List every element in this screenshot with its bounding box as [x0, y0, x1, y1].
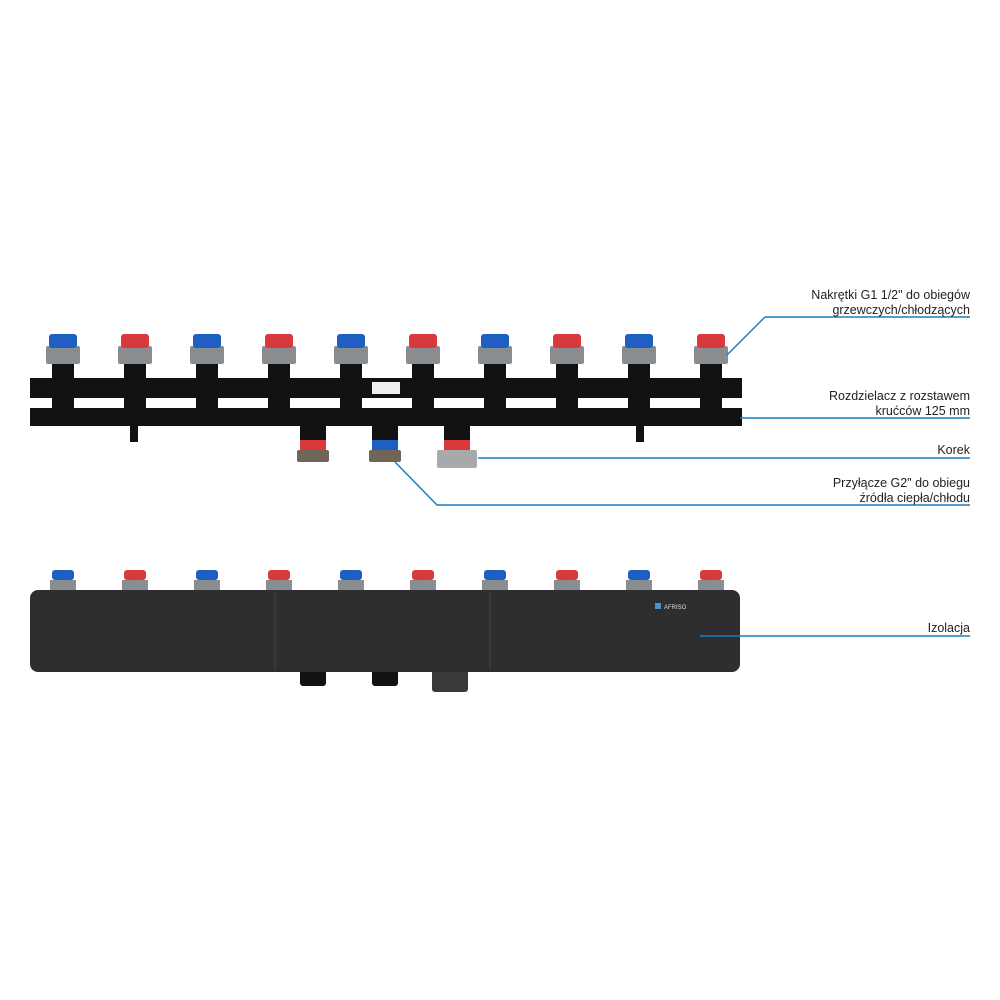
source-pipe: [372, 668, 398, 686]
nut: [266, 580, 292, 592]
insulation-shell: [30, 590, 740, 672]
nut: [50, 580, 76, 592]
bracket: [636, 420, 644, 442]
nut: [626, 580, 652, 592]
leader-line: [394, 461, 970, 506]
outlet-cap-return: [337, 334, 365, 348]
outlet-cap-return: [49, 334, 77, 348]
callout-text: Rozdzielacz z rozstawem: [828, 389, 970, 403]
nut: [334, 346, 368, 364]
plug: [437, 450, 477, 468]
outlet-cap-supply: [412, 570, 434, 580]
source-band: [372, 440, 398, 450]
nut: [194, 580, 220, 592]
callout-text: Nakrętki G1 1/2" do obiegów: [811, 288, 970, 302]
callout-text: Izolacja: [927, 621, 970, 635]
nut: [410, 580, 436, 592]
plug: [432, 668, 468, 692]
outlet-cap-return: [625, 334, 653, 348]
nut: [622, 346, 656, 364]
nut: [338, 580, 364, 592]
source-pipe: [300, 668, 326, 686]
nut: [406, 346, 440, 364]
bracket: [130, 420, 138, 442]
outlet-cap-supply: [553, 334, 581, 348]
outlet-cap-return: [484, 570, 506, 580]
nut: [694, 346, 728, 364]
outlet-cap-supply: [265, 334, 293, 348]
logo-mark: [655, 603, 661, 609]
manifold-lower-bar: [30, 408, 742, 426]
nut: [482, 580, 508, 592]
source-band: [300, 440, 326, 450]
callout-text: źródła ciepła/chłodu: [859, 491, 971, 505]
callout-text: Przyłącze G2" do obiegu: [832, 476, 970, 490]
nut: [122, 580, 148, 592]
nut: [698, 580, 724, 592]
outlet-cap-return: [193, 334, 221, 348]
callout-nuts: Nakrętki G1 1/2" do obiegów grzewczych/c…: [811, 288, 970, 318]
nut: [118, 346, 152, 364]
callout-manifold: Rozdzielacz z rozstawem krućców 125 mm: [829, 389, 970, 419]
nut: [554, 580, 580, 592]
nut: [190, 346, 224, 364]
nut: [46, 346, 80, 364]
outlet-cap-supply: [409, 334, 437, 348]
outlet-cap-supply: [700, 570, 722, 580]
outlet-cap-return: [628, 570, 650, 580]
source-connection: [369, 450, 401, 462]
outlet-cap-return: [196, 570, 218, 580]
outlet-cap-supply: [268, 570, 290, 580]
outlet-cap-supply: [556, 570, 578, 580]
leader-line: [726, 316, 970, 356]
source-band: [444, 440, 470, 450]
callout-text: grzewczych/chłodzących: [832, 303, 970, 317]
source-connection: [297, 450, 329, 462]
callout-text: Korek: [937, 443, 970, 457]
callout-source-connection: Przyłącze G2" do obiegu źródła ciepła/ch…: [833, 476, 970, 506]
outlet-cap-return: [340, 570, 362, 580]
outlet-cap-return: [481, 334, 509, 348]
outlet-cap-supply: [121, 334, 149, 348]
outlet-cap-supply: [697, 334, 725, 348]
nut: [550, 346, 584, 364]
outlet-cap-return: [52, 570, 74, 580]
callout-plug: Korek: [937, 443, 970, 458]
nut: [478, 346, 512, 364]
callout-text: krućców 125 mm: [875, 404, 970, 418]
afriso-logo: AFRISO: [664, 605, 687, 611]
nut: [262, 346, 296, 364]
nameplate: [372, 382, 400, 394]
callout-insulation: Izolacja: [928, 621, 970, 636]
outlet-cap-supply: [124, 570, 146, 580]
